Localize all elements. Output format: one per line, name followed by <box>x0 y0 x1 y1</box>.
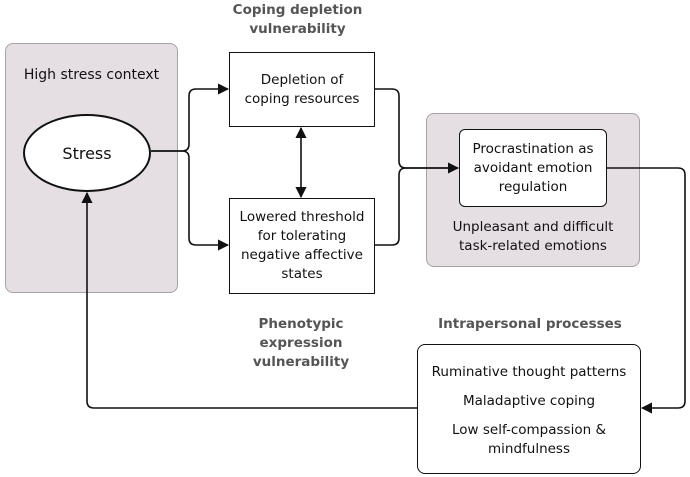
depletion-label: Depletion of coping resources <box>244 71 360 107</box>
depletion-of-coping-resources-node: Depletion of coping resources <box>229 52 375 127</box>
arrow-stress-to-depletion <box>151 83 230 152</box>
arrow-processes-to-stress <box>81 191 417 409</box>
stress-node: Stress <box>23 114 151 192</box>
unpleasant-emotions-label: Unpleasant and difficult task-related em… <box>452 219 614 254</box>
intrapersonal-processes-caption: Intrapersonal processes <box>438 316 622 332</box>
stress-label: Stress <box>62 143 112 163</box>
procrastination-node: Procrastination as avoidant emotion regu… <box>459 129 607 207</box>
arrow-threshold-to-procrastination <box>375 167 458 246</box>
process-item-rumination: Ruminative thought patterns <box>431 364 627 380</box>
high-stress-context-label: High stress context <box>23 67 160 83</box>
process-item-maladaptive-coping: Maladaptive coping <box>462 393 596 409</box>
threshold-label: Lowered threshold for tolerating negativ… <box>239 209 365 282</box>
process-item-low-self-compassion: Low self-compassion & mindfulness <box>452 422 606 457</box>
phenotypic-expression-caption: Phenotypic expression vulnerability <box>252 316 350 370</box>
arrow-depletion-to-procrastination <box>375 88 460 174</box>
procrastination-label: Procrastination as avoidant emotion regu… <box>472 140 594 195</box>
arrow-procrastination-to-processes <box>607 167 686 414</box>
lowered-threshold-node: Lowered threshold for tolerating negativ… <box>229 198 375 294</box>
coping-depletion-caption: Coping depletion vulnerability <box>232 2 363 37</box>
intrapersonal-processes-node: Ruminative thought patterns Maladaptive … <box>417 344 641 474</box>
arrow-stress-to-threshold <box>151 150 230 251</box>
